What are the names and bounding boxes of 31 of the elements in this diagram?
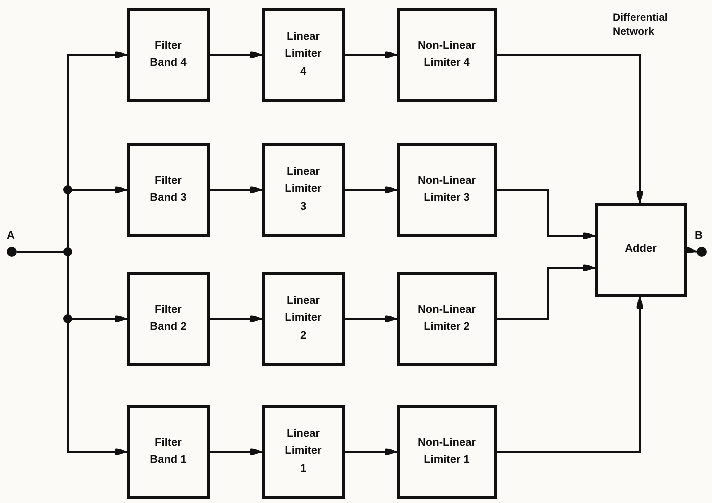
block-label: Linear Limiter 3	[284, 165, 323, 215]
block-box	[397, 143, 497, 237]
block-box	[262, 8, 345, 102]
block-box	[127, 143, 210, 237]
block-box	[262, 272, 345, 366]
block-box	[595, 203, 687, 297]
block-box	[397, 8, 497, 102]
block-label: Filter Band 1	[149, 436, 188, 468]
block-label: Non-Linear Limiter 2	[416, 302, 478, 335]
block-label: Linear Limiter 2	[284, 294, 323, 344]
block-box	[397, 272, 497, 366]
block-label: A	[7, 230, 15, 242]
block-box	[262, 405, 345, 499]
block-label: Adder	[624, 242, 658, 258]
block-label: Filter Band 4	[149, 38, 188, 71]
block-label: B	[695, 230, 703, 242]
block-label: Non-Linear Limiter 4	[416, 38, 478, 71]
block-label: Filter Band 2	[149, 302, 188, 335]
block-box	[262, 143, 345, 237]
annotation-label: Differential Network	[613, 12, 669, 40]
block-label: Linear Limiter 4	[284, 30, 323, 80]
block-box	[127, 405, 210, 499]
terminal-node	[695, 230, 707, 257]
block-box	[127, 8, 210, 102]
block-box	[397, 405, 497, 499]
terminal-node	[7, 230, 19, 257]
block-label: Filter Band 3	[149, 174, 188, 206]
block-label: Non-Linear Limiter 1	[416, 436, 478, 468]
block-box	[127, 272, 210, 366]
block-label: Non-Linear Limiter 3	[416, 174, 478, 206]
block-label: Linear Limiter 1	[284, 427, 323, 477]
